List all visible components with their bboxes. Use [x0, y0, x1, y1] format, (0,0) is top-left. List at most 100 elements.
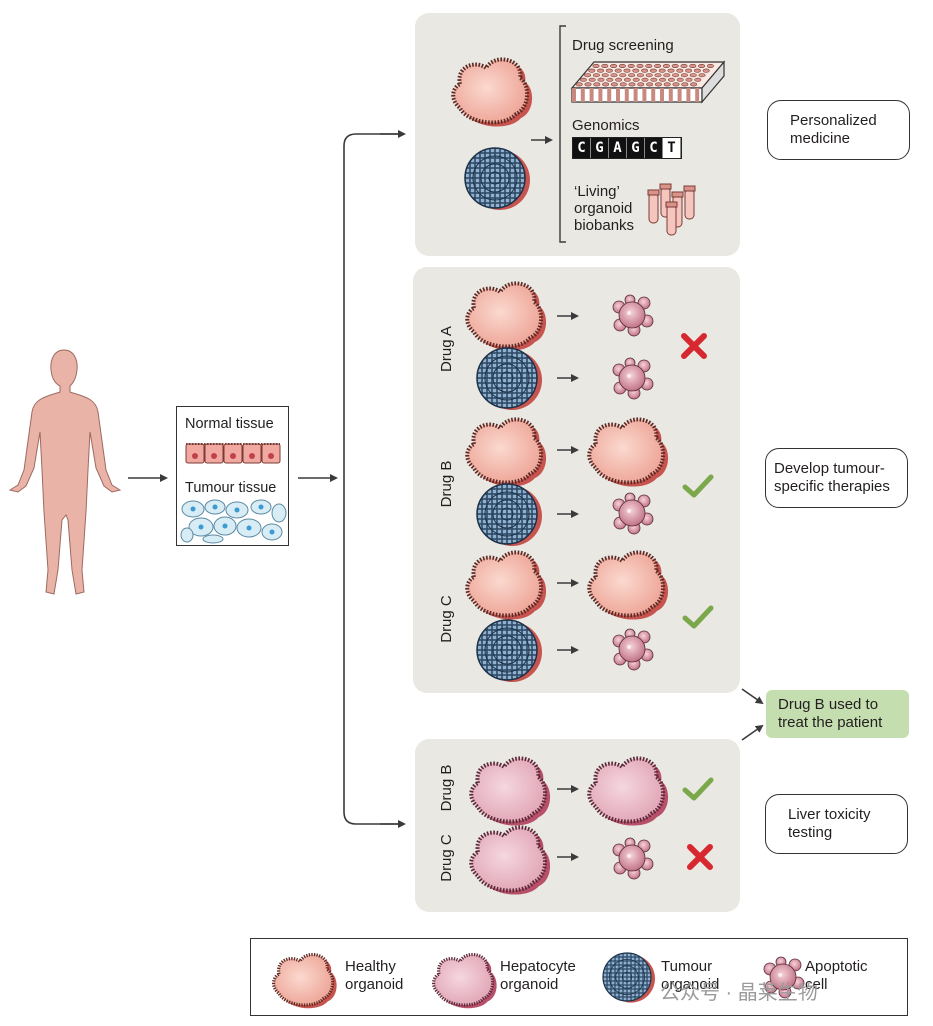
plate-well — [623, 77, 631, 82]
tumour-tissue-label: Tumour tissue — [185, 480, 277, 496]
legend-healthy-line-2: organoid — [345, 976, 404, 993]
plate-well — [706, 64, 714, 69]
outcome-line: Drug B used to — [778, 696, 879, 713]
biobank-label-1: ‘Living’ — [574, 183, 620, 200]
plate-well — [689, 64, 697, 69]
plate-well — [601, 73, 609, 78]
plate-well — [618, 64, 626, 69]
plate-well — [680, 73, 688, 78]
plate-well — [645, 64, 653, 69]
plate-well — [659, 77, 667, 82]
tumour-organoid-icon — [476, 619, 543, 683]
plate-well — [646, 82, 654, 87]
plate-well — [592, 73, 600, 78]
plate-well — [592, 64, 600, 69]
legend-apoptotic-line-1: Apoptotic — [805, 958, 868, 975]
healthy-organoid-icon — [587, 417, 671, 489]
sequence-base: G — [591, 138, 609, 158]
outcome-line: Personalized — [790, 112, 877, 129]
plate-well — [606, 77, 614, 82]
plate-well — [637, 82, 645, 87]
plate-well — [689, 73, 697, 78]
plate-well — [593, 82, 601, 87]
apoptotic-cell-icon — [612, 357, 654, 400]
plate-well — [680, 64, 688, 69]
check-icon — [698, 789, 699, 790]
tumour-tissue-cells-icon — [180, 499, 287, 544]
sequence-base: C — [645, 138, 663, 158]
plate-well — [632, 77, 640, 82]
drug-screening-label: Drug screening — [572, 37, 674, 54]
healthy-organoid-icon — [465, 281, 549, 353]
drug-c-label: Drug C — [438, 595, 455, 643]
hepatocyte-organoid-icon — [431, 952, 499, 1010]
legend-hepatocyte-line-2: organoid — [500, 976, 559, 993]
outcome-line: Develop tumour- — [774, 460, 885, 477]
liver-drug-c-label: Drug C — [438, 834, 455, 882]
biobank-label-2: organoid — [574, 200, 633, 217]
apoptotic-cell-icon — [612, 628, 654, 671]
tumour-organoid-icon — [476, 347, 543, 411]
plate-well — [610, 82, 618, 87]
plate-well — [597, 68, 605, 73]
plate-well — [601, 64, 609, 69]
plate-well — [584, 82, 592, 87]
outcome-line: Liver toxicity — [788, 806, 871, 823]
hepatocyte-organoid-icon — [587, 756, 671, 828]
tumour-organoid-icon — [464, 147, 531, 211]
hepatocyte-organoid-icon — [469, 825, 553, 897]
outcome-line: specific therapies — [774, 478, 890, 495]
tumour-organoid-icon — [602, 952, 656, 1004]
plate-well — [641, 77, 649, 82]
apoptotic-cell-icon — [612, 294, 654, 337]
plate-well — [584, 73, 592, 78]
plate-well — [671, 64, 679, 69]
cross-icon — [700, 857, 701, 858]
plate-well — [623, 68, 631, 73]
plate-well — [672, 82, 680, 87]
drug-b-label: Drug B — [438, 460, 455, 508]
outcome-line: medicine — [790, 130, 851, 147]
plate-well — [698, 73, 706, 78]
plate-well — [667, 77, 675, 82]
plate-well — [685, 77, 693, 82]
healthy-organoid-icon — [587, 550, 671, 622]
plate-well — [628, 82, 636, 87]
sequence-base: G — [627, 138, 645, 158]
well-plate-icon — [570, 60, 726, 104]
plate-well — [614, 68, 622, 73]
human-figure-icon — [8, 349, 122, 595]
check-icon — [698, 617, 699, 618]
plate-well — [685, 68, 693, 73]
plate-well — [658, 68, 666, 73]
plate-well — [628, 73, 636, 78]
legend-apoptotic-line-2: cell — [805, 976, 828, 993]
plate-well — [610, 73, 618, 78]
legend-tumour-line-1: Tumour — [661, 958, 713, 975]
plate-well — [654, 82, 662, 87]
normal-tissue-label: Normal tissue — [185, 416, 274, 432]
plate-well — [650, 77, 658, 82]
liver-toxicity-panel — [415, 739, 740, 912]
plate-well — [610, 64, 618, 69]
plate-well — [597, 77, 605, 82]
plate-well — [698, 64, 706, 69]
plate-well — [667, 68, 675, 73]
tumour-specific-therapies-box: Develop tumour-specific therapies — [765, 448, 908, 508]
genomics-label: Genomics — [572, 117, 640, 134]
sequence-base: C — [573, 138, 591, 158]
apoptotic-cell-icon — [612, 837, 654, 880]
plate-well — [575, 82, 583, 87]
plate-well — [627, 64, 635, 69]
healthy-organoid-icon — [465, 417, 549, 489]
plate-well — [672, 73, 680, 78]
watermark: 公众号 · 晶莱生物 — [660, 982, 818, 1004]
drug-a-label: Drug A — [438, 326, 455, 372]
sequence-base: A — [609, 138, 627, 158]
plate-well — [662, 64, 670, 69]
plate-well — [619, 73, 627, 78]
plate-well — [654, 73, 662, 78]
plate-well — [605, 68, 613, 73]
